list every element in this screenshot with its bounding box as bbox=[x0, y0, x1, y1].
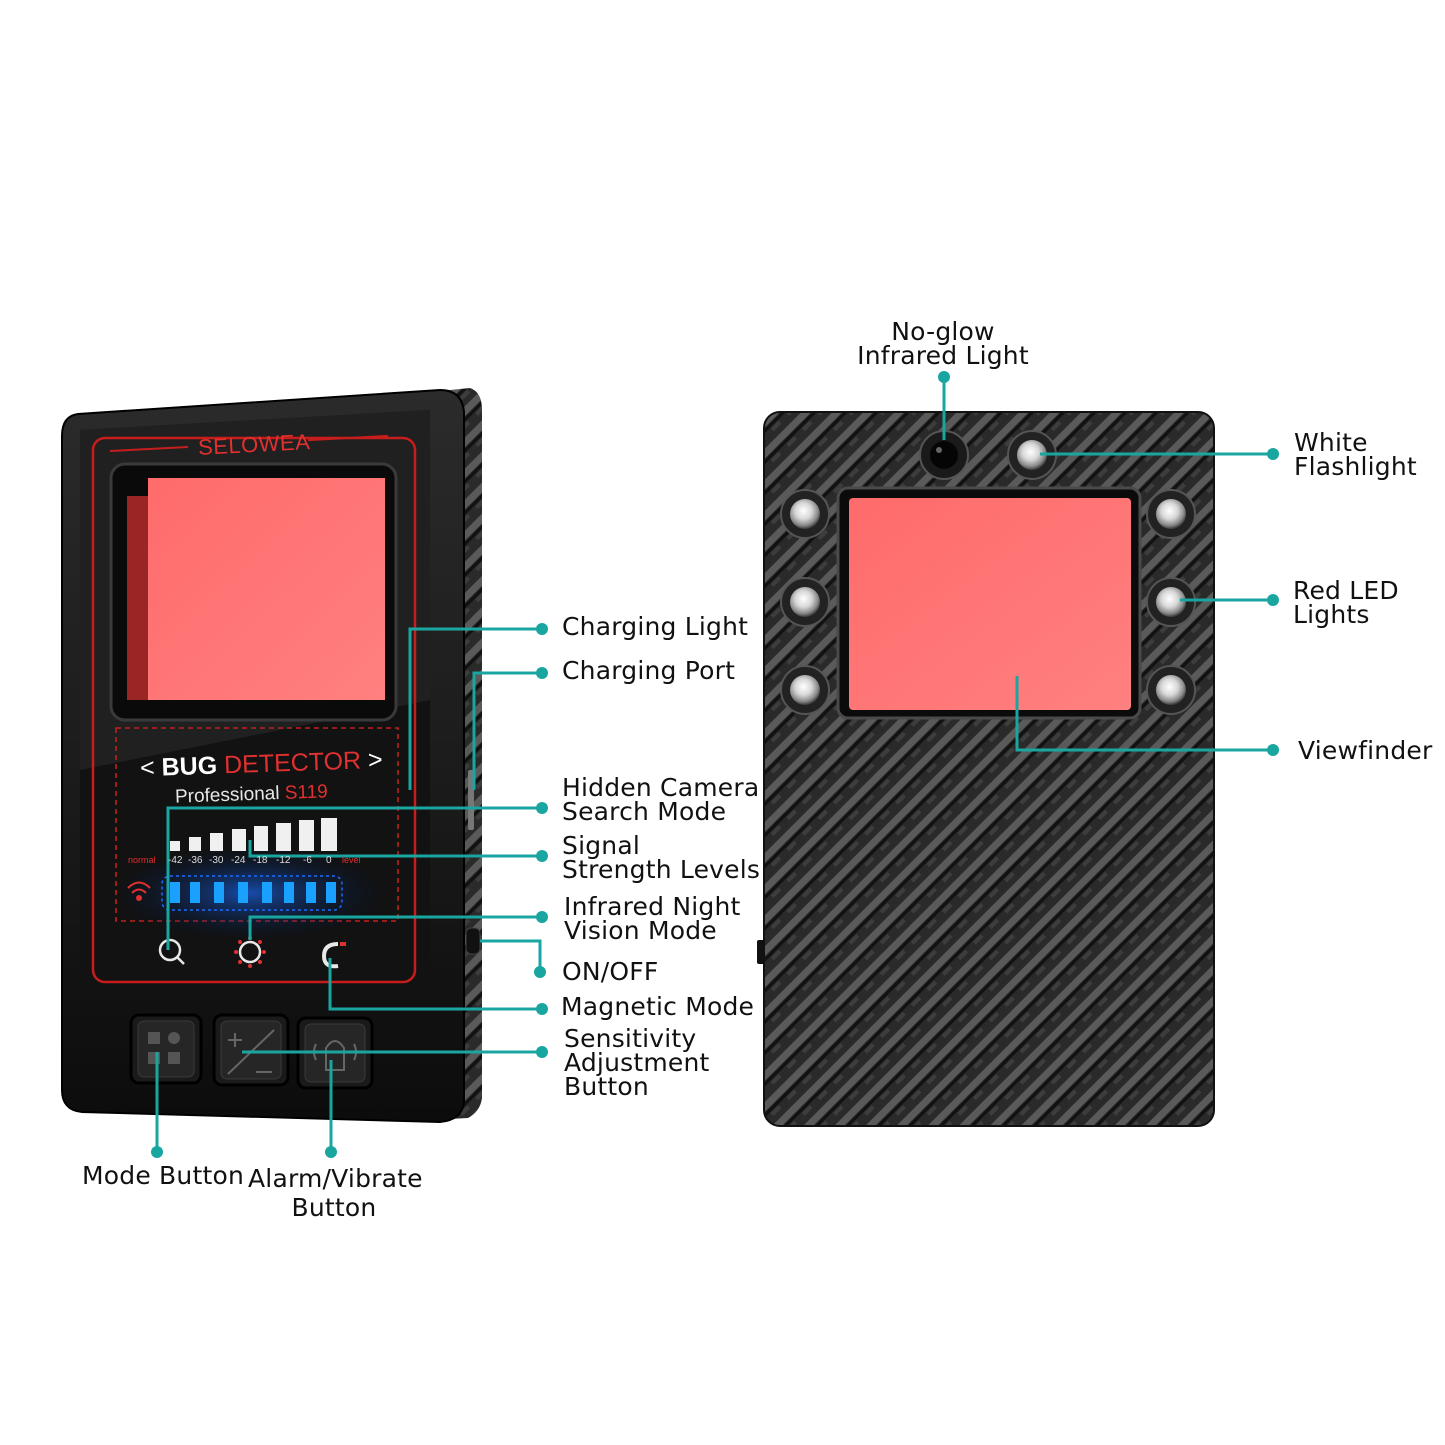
red-led-light bbox=[1146, 577, 1196, 627]
callout-dot bbox=[536, 667, 548, 679]
callout-line-infrared bbox=[248, 915, 542, 940]
led-indicator bbox=[262, 882, 272, 903]
callout-line-charging-port bbox=[472, 671, 542, 790]
red-led-light bbox=[780, 665, 830, 715]
signal-bar bbox=[232, 829, 246, 851]
title-chevron-left: < bbox=[139, 753, 156, 783]
scale-tick: -6 bbox=[303, 855, 312, 866]
infrared-icon bbox=[234, 936, 266, 968]
scale-tick: -18 bbox=[253, 855, 268, 866]
label-viewfinder: Viewfinder bbox=[1298, 736, 1433, 765]
label-mode-button: Mode Button bbox=[82, 1161, 245, 1190]
label-charging-port: Charging Port bbox=[562, 656, 736, 685]
led-indicator bbox=[170, 882, 180, 903]
wifi-icon bbox=[127, 881, 151, 901]
signal-bar bbox=[299, 820, 314, 851]
subtitle-professional: Professional bbox=[174, 783, 280, 808]
label-no-glow: No-glow Infrared Light bbox=[857, 317, 1029, 370]
red-led-light bbox=[780, 577, 830, 627]
white-flashlight-led bbox=[1007, 430, 1057, 480]
callout-dots bbox=[151, 371, 1279, 1158]
signal-bar bbox=[276, 823, 291, 851]
callout-line-on-off bbox=[480, 939, 542, 972]
callout-line-viewfinder bbox=[1015, 676, 1273, 752]
label-magnetic-mode: Magnetic Mode bbox=[561, 992, 755, 1021]
mode-button[interactable] bbox=[129, 1013, 203, 1085]
signal-bar bbox=[170, 841, 180, 851]
led-indicator bbox=[214, 882, 224, 903]
scale-tick: -30 bbox=[209, 855, 224, 866]
callout-dot bbox=[534, 966, 546, 978]
red-led-light bbox=[780, 489, 830, 539]
scale-tick: -24 bbox=[231, 855, 246, 866]
sensitivity-button[interactable] bbox=[212, 1013, 290, 1087]
red-led-light bbox=[1146, 489, 1196, 539]
callout-dot bbox=[536, 623, 548, 635]
signal-bar bbox=[210, 833, 223, 851]
callout-dot bbox=[536, 911, 548, 923]
led-indicator bbox=[190, 882, 200, 903]
signal-bars bbox=[170, 818, 337, 851]
subtitle-model: S119 bbox=[284, 781, 329, 804]
signal-bar bbox=[254, 826, 268, 851]
front-red-frame bbox=[91, 436, 417, 984]
label-signal-strength: Signal Strength Levels bbox=[562, 831, 761, 884]
callout-line-magnetic bbox=[328, 958, 542, 1011]
led-indicator bbox=[326, 882, 336, 903]
scale-tick: -36 bbox=[188, 855, 203, 866]
label-infrared-night: Infrared Night Vision Mode bbox=[564, 892, 741, 945]
led-indicator bbox=[284, 882, 294, 903]
front-lens bbox=[148, 478, 385, 700]
callout-line-hidden-camera bbox=[166, 806, 542, 950]
led-indicator bbox=[306, 882, 316, 903]
callout-dot bbox=[536, 802, 548, 814]
callout-dot bbox=[938, 371, 950, 383]
callout-dot bbox=[1267, 448, 1279, 460]
callout-line-charging-light bbox=[408, 627, 542, 790]
callout-line-signal bbox=[248, 840, 542, 858]
viewfinder bbox=[849, 498, 1131, 710]
scale-label-level: level bbox=[342, 855, 361, 865]
scale-tick: -12 bbox=[276, 855, 291, 866]
callout-dot bbox=[1267, 744, 1279, 756]
label-charging-light: Charging Light bbox=[562, 612, 749, 641]
scale-label-normal: normal bbox=[128, 855, 156, 865]
callout-dot bbox=[325, 1146, 337, 1158]
title-bug: BUG bbox=[161, 751, 218, 782]
label-on-off: ON/OFF bbox=[562, 957, 659, 986]
signal-bar bbox=[321, 818, 337, 851]
callout-dot bbox=[1267, 594, 1279, 606]
label-hidden-camera: Hidden Camera Search Mode bbox=[562, 773, 760, 826]
back-device bbox=[757, 411, 1215, 1127]
label-white-flashlight: White Flashlight bbox=[1294, 428, 1417, 481]
signal-bar bbox=[189, 837, 201, 851]
title-chevron-right: > bbox=[367, 745, 384, 775]
label-sensitivity: Sensitivity Adjustment Button bbox=[564, 1024, 710, 1101]
callout-dot bbox=[151, 1146, 163, 1158]
callout-lines bbox=[155, 377, 1273, 1152]
callout-dot bbox=[536, 1003, 548, 1015]
label-alarm-vibrate: Alarm/Vibrate Button bbox=[248, 1164, 423, 1222]
led-indicators bbox=[170, 882, 336, 903]
power-switch[interactable] bbox=[465, 927, 481, 955]
red-led-light bbox=[1146, 665, 1196, 715]
search-icon bbox=[158, 938, 185, 965]
back-side-switch bbox=[757, 940, 765, 964]
scale-tick: -42 bbox=[168, 855, 183, 866]
title-detector: DETECTOR bbox=[223, 746, 362, 780]
callout-dot bbox=[536, 1046, 548, 1058]
callout-dot bbox=[536, 850, 548, 862]
label-red-led: Red LED Lights bbox=[1293, 576, 1399, 629]
scale-tick: 0 bbox=[326, 855, 332, 866]
led-indicator bbox=[238, 882, 248, 903]
